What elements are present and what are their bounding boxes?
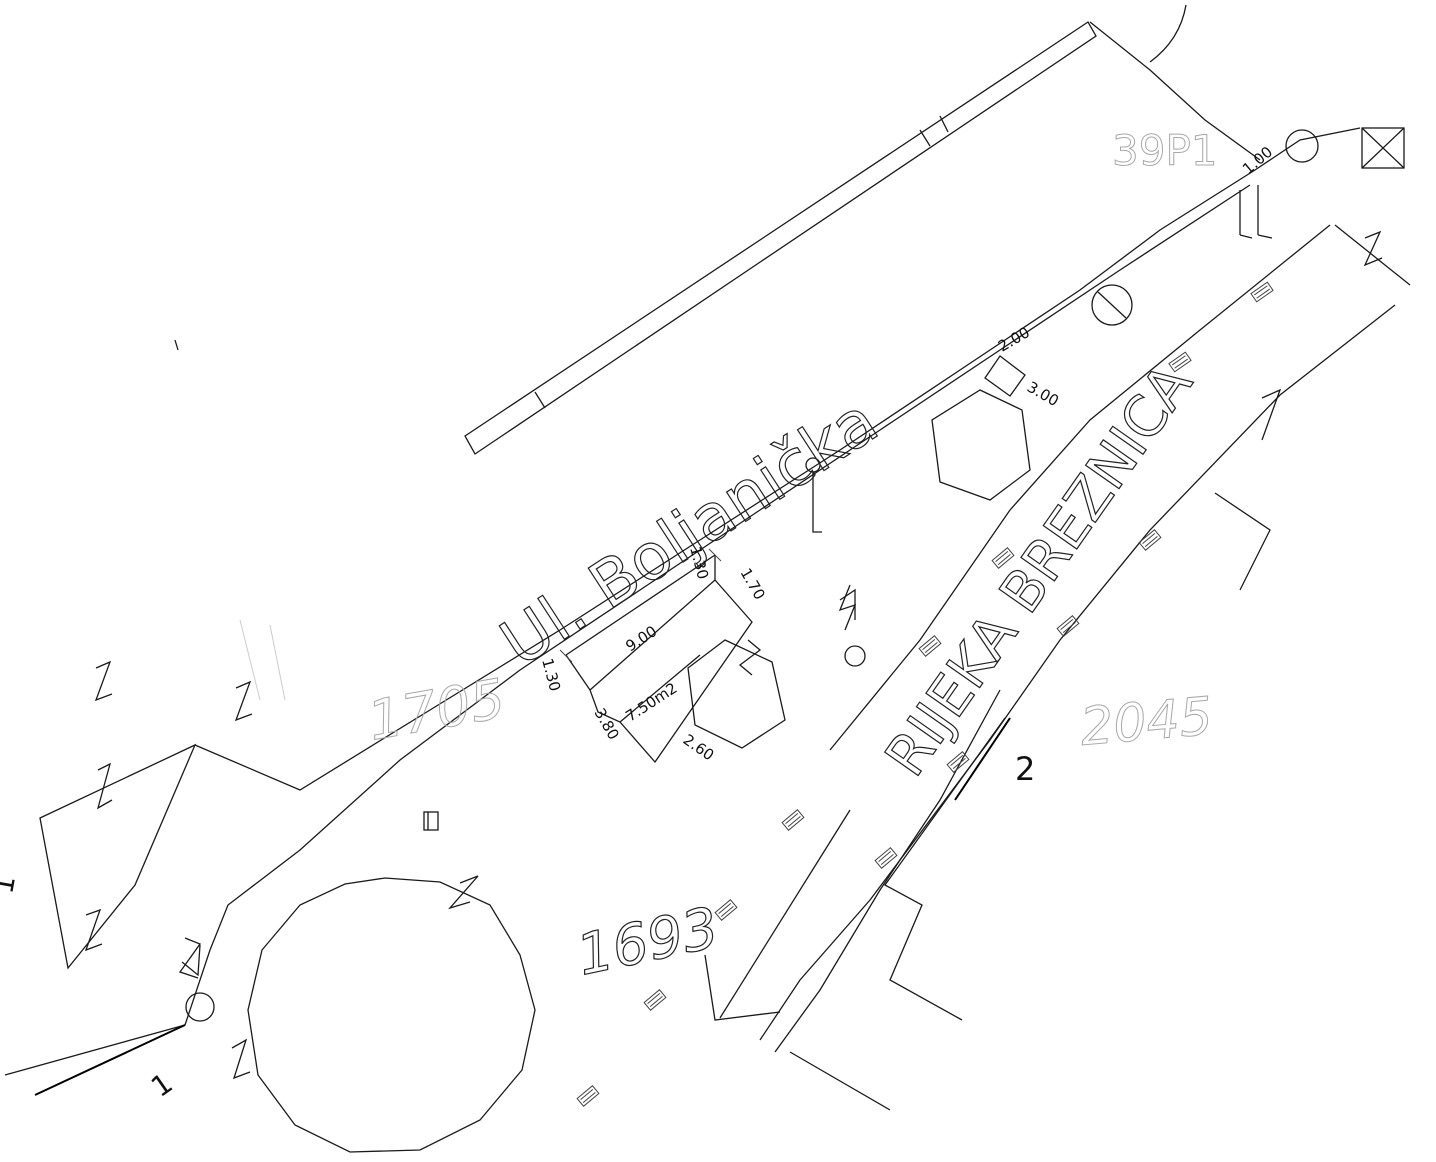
line-left-3 (184, 949, 211, 1026)
road-edge-north (194, 127, 1361, 791)
break-symbol (838, 584, 857, 631)
boundary-right-edge (1334, 224, 1411, 286)
road-edge-south (209, 184, 1251, 951)
manhole-symbol-2 (1285, 129, 1319, 163)
circular-feature (247, 877, 536, 1153)
break-symbol (1363, 230, 1383, 267)
parcel-number-1705: 1705 (363, 667, 509, 753)
dimension-length: 9.00 (622, 622, 660, 655)
break-symbol (178, 937, 202, 979)
break-symbol (1261, 388, 1282, 441)
dimension-box-200: 2.00 (995, 323, 1033, 355)
hexagon-tree-1 (931, 389, 1031, 501)
pole-symbol (844, 645, 866, 667)
survey-point-symbol (185, 992, 215, 1022)
point-label-1-left: 1 (0, 873, 22, 896)
break-symbol (231, 1038, 251, 1080)
point-label-1-bottom: 1 (145, 1066, 179, 1103)
manhole-symbol-1 (1091, 284, 1133, 326)
boundary-notch (1214, 492, 1271, 591)
line-left-1 (4, 1024, 186, 1076)
boundary-arc (1149, 4, 1187, 63)
boundary-bottom (789, 1051, 891, 1111)
street-name-label: Ul. Boljanička (488, 384, 890, 681)
dimension-box-300: 3.00 (1024, 378, 1062, 410)
boundary-stepped-right (884, 717, 1006, 1021)
break-symbol (448, 875, 479, 910)
dimension-width-left: 1.30 (538, 656, 564, 693)
area-label: 7.50m2 (622, 679, 680, 725)
parcel-number-39P1: 39P1 (1112, 126, 1218, 175)
river-wall-hatching (576, 281, 1274, 1107)
small-marker (423, 811, 439, 831)
parcel-polygon-left (39, 743, 197, 970)
break-symbol (84, 908, 103, 952)
measured-building (559, 548, 753, 764)
parcel-number-1693: 1693 (571, 895, 724, 988)
break-symbol (96, 762, 113, 810)
small-square-structure (984, 355, 1026, 397)
hexagon-tree-2 (687, 639, 786, 749)
dimension-side-260: 2.60 (680, 731, 718, 765)
crossed-square-symbol (1361, 127, 1405, 169)
dimension-side-170: 1.70 (737, 565, 769, 603)
river-bank-north (829, 224, 1331, 751)
building-strip (464, 21, 1097, 455)
river-bank-south (759, 304, 1396, 1041)
point-label-2: 2 (1015, 750, 1035, 788)
boundary-thick-segment (954, 717, 1011, 801)
line-left-2 (34, 1024, 186, 1096)
road-boundary-top (1089, 21, 1261, 161)
parcel-number-2045: 2045 (1078, 687, 1215, 758)
break-symbol (738, 639, 762, 676)
break-symbol (94, 660, 113, 702)
dimension-side-380: 3.80 (591, 705, 623, 743)
river-flow-arrow (704, 809, 851, 1021)
break-symbol (234, 680, 253, 722)
